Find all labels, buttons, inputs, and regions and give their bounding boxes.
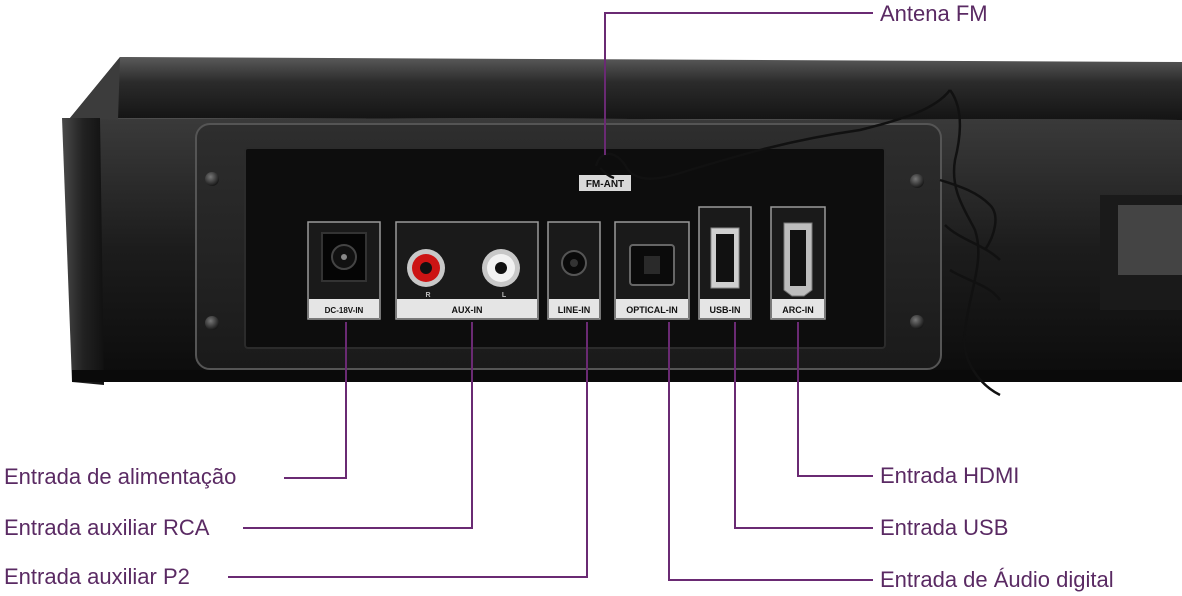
- callout-usb: Entrada USB: [880, 515, 1009, 540]
- dc-in-label: DC-18V-IN: [325, 306, 364, 315]
- optical-in-label: OPTICAL-IN: [626, 305, 678, 315]
- fm-ant-label-box: FM-ANT: [579, 175, 631, 191]
- leader-usb: [734, 322, 873, 529]
- arc-in-label: ARC-IN: [782, 305, 814, 315]
- leader-power: [284, 322, 347, 479]
- callout-aux-rca: Entrada auxiliar RCA: [4, 515, 210, 540]
- aux-l-label: L: [502, 292, 507, 299]
- leader-lines: [228, 12, 873, 581]
- leader-p2: [228, 322, 588, 578]
- dc-in-port: DC-18V-IN: [307, 221, 381, 320]
- side-bracket: [1100, 195, 1182, 310]
- usb-in-port: USB-IN: [698, 206, 752, 320]
- fm-ant-label: FM-ANT: [586, 179, 624, 190]
- callout-hdmi: Entrada HDMI: [880, 463, 1020, 488]
- panel-screws: [205, 172, 924, 330]
- optical-in-port: OPTICAL-IN: [614, 221, 690, 320]
- callout-aux-p2: Entrada auxiliar P2: [4, 564, 190, 589]
- leader-digital: [668, 322, 873, 581]
- leader-antenna: [604, 12, 873, 155]
- callout-digital-audio: Entrada de Áudio digital: [880, 567, 1114, 592]
- aux-in-port: R L AUX-IN: [395, 221, 539, 320]
- aux-in-label: AUX-IN: [452, 305, 483, 315]
- fm-antenna-wire: [594, 89, 1002, 397]
- callout-antenna-fm: Antena FM: [880, 1, 988, 26]
- leader-rca: [243, 322, 473, 529]
- arc-in-port: ARC-IN: [770, 206, 826, 320]
- usb-in-label: USB-IN: [710, 305, 741, 315]
- line-in-label: LINE-IN: [558, 305, 591, 315]
- leader-hdmi: [797, 322, 873, 477]
- callout-power-input: Entrada de alimentação: [4, 464, 237, 489]
- aux-r-label: R: [425, 292, 430, 299]
- line-in-port: LINE-IN: [547, 221, 601, 320]
